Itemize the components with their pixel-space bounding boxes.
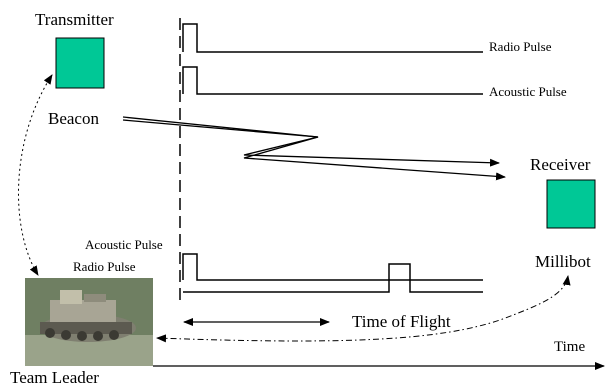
tx-radio-pulse-trace (182, 23, 483, 53)
millibot-label: Millibot (535, 252, 591, 271)
signal-path-arrow-2 (122, 119, 506, 181)
rx-acoustic-pulse-label: Acoustic Pulse (85, 237, 163, 252)
tx-acoustic-pulse-trace (182, 66, 483, 95)
beacon-label: Beacon (48, 109, 99, 128)
tx-acoustic-pulse-label: Acoustic Pulse (489, 84, 567, 99)
receiver-box (546, 179, 596, 229)
rx-acoustic-pulse-trace (183, 263, 483, 293)
transmitter-label: Transmitter (35, 10, 114, 29)
team-leader-label: Team Leader (10, 368, 99, 387)
signal-path-arrow-1 (122, 116, 500, 167)
team-leader-millibot-link (156, 275, 571, 343)
time-of-flight-label: Time of Flight (352, 312, 451, 331)
transmitter-box (55, 37, 105, 89)
rx-radio-pulse-label: Radio Pulse (73, 259, 136, 274)
tx-radio-pulse-label: Radio Pulse (489, 39, 552, 54)
time-axis-label: Time (554, 339, 585, 355)
receiver-label: Receiver (530, 155, 591, 174)
rx-radio-pulse-trace (182, 253, 483, 281)
team-leader-photo (25, 278, 153, 366)
transmitter-team-leader-link (18, 74, 53, 276)
